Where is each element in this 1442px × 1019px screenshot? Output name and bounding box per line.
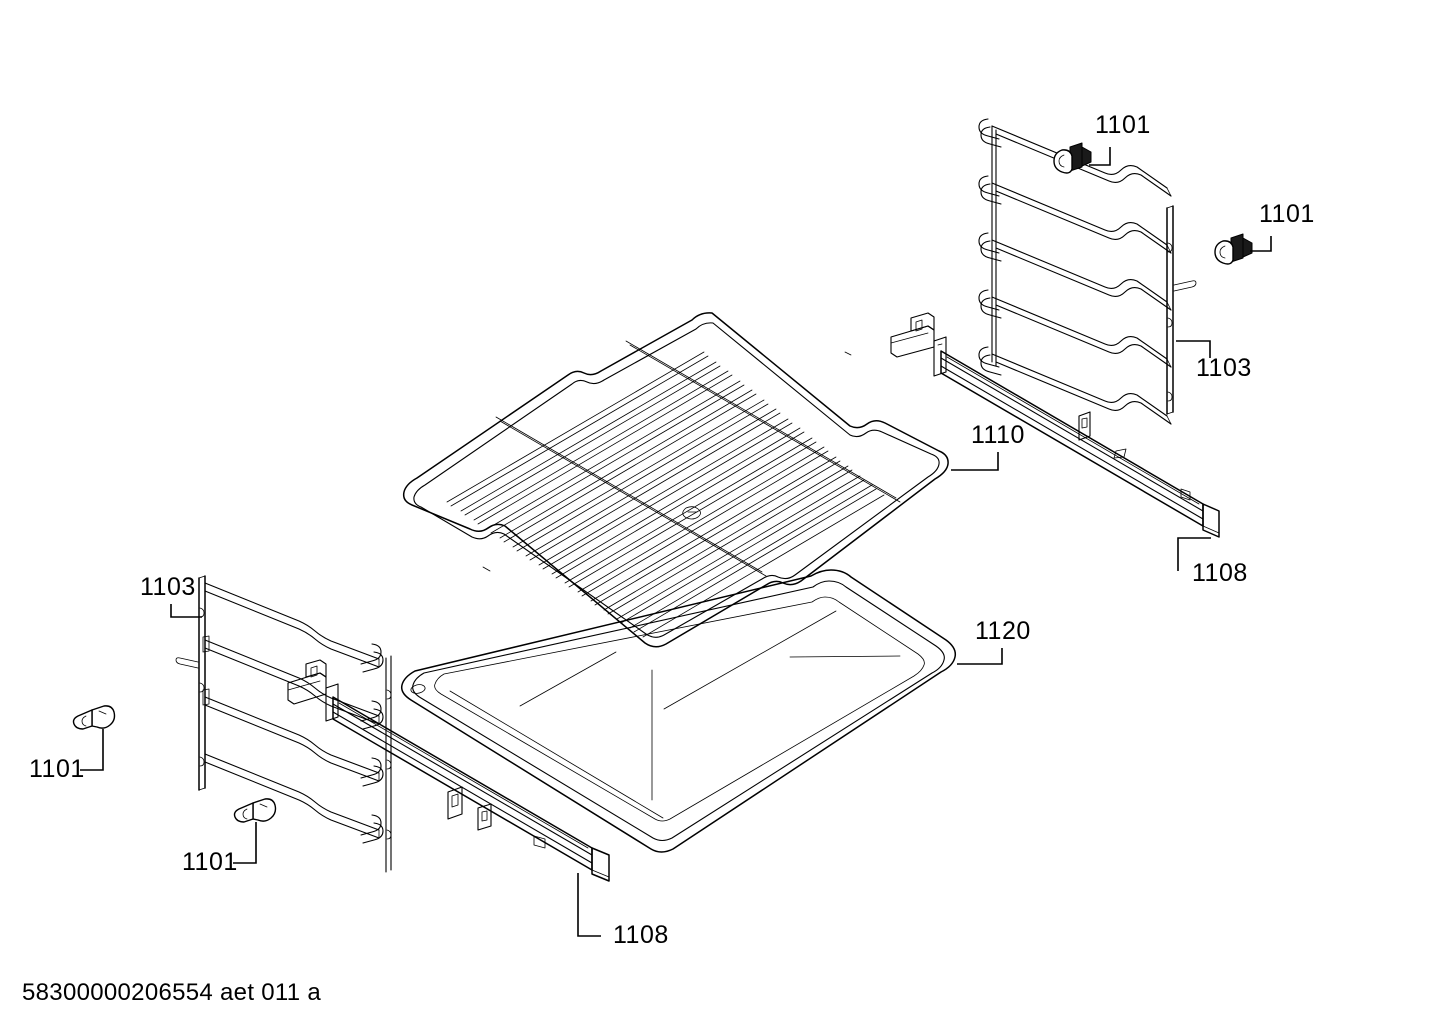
callout-label: 1108 (613, 921, 669, 949)
fastener-1101-d (233, 798, 277, 823)
baking-tray (400, 569, 957, 853)
leader-1108-right (1177, 537, 1211, 571)
telescopic-rail-right (890, 312, 1220, 538)
leader-1103-left (170, 604, 202, 618)
fastener-1101-c (72, 705, 116, 730)
callout-label: 1101 (1259, 200, 1315, 228)
fastener-1101-a (1053, 142, 1092, 174)
leader-1120 (957, 648, 1003, 665)
wire-grill-rack (402, 312, 949, 648)
wire-shelf-support-left (175, 575, 392, 873)
leader-1103-right (1176, 340, 1211, 358)
callout-label: 1108 (1192, 559, 1248, 587)
callout-label: 1120 (975, 617, 1031, 645)
wire-shelf-support-right (978, 118, 1197, 425)
callout-label: 1101 (29, 755, 85, 783)
callout-label: 1110 (971, 421, 1025, 449)
leader-1101-c (80, 729, 104, 771)
leader-1101-b (1250, 236, 1272, 252)
leader-1110 (951, 452, 999, 471)
leader-1101-a (1089, 147, 1111, 166)
document-code: 58300000206554 aet 011 a (22, 979, 321, 1006)
fastener-1101-b (1214, 233, 1253, 265)
callout-label: 1103 (140, 573, 196, 601)
leader-1108-left (577, 873, 601, 937)
callout-label: 1103 (1196, 354, 1252, 382)
telescopic-rail-left (287, 659, 610, 882)
leader-1101-d (233, 822, 257, 864)
leader-lines (80, 147, 1272, 937)
callout-labels: 1101 1101 1103 1110 1108 1120 1103 1101 … (29, 111, 1315, 949)
callout-label: 1101 (1095, 111, 1151, 139)
callout-label: 1101 (182, 848, 238, 876)
